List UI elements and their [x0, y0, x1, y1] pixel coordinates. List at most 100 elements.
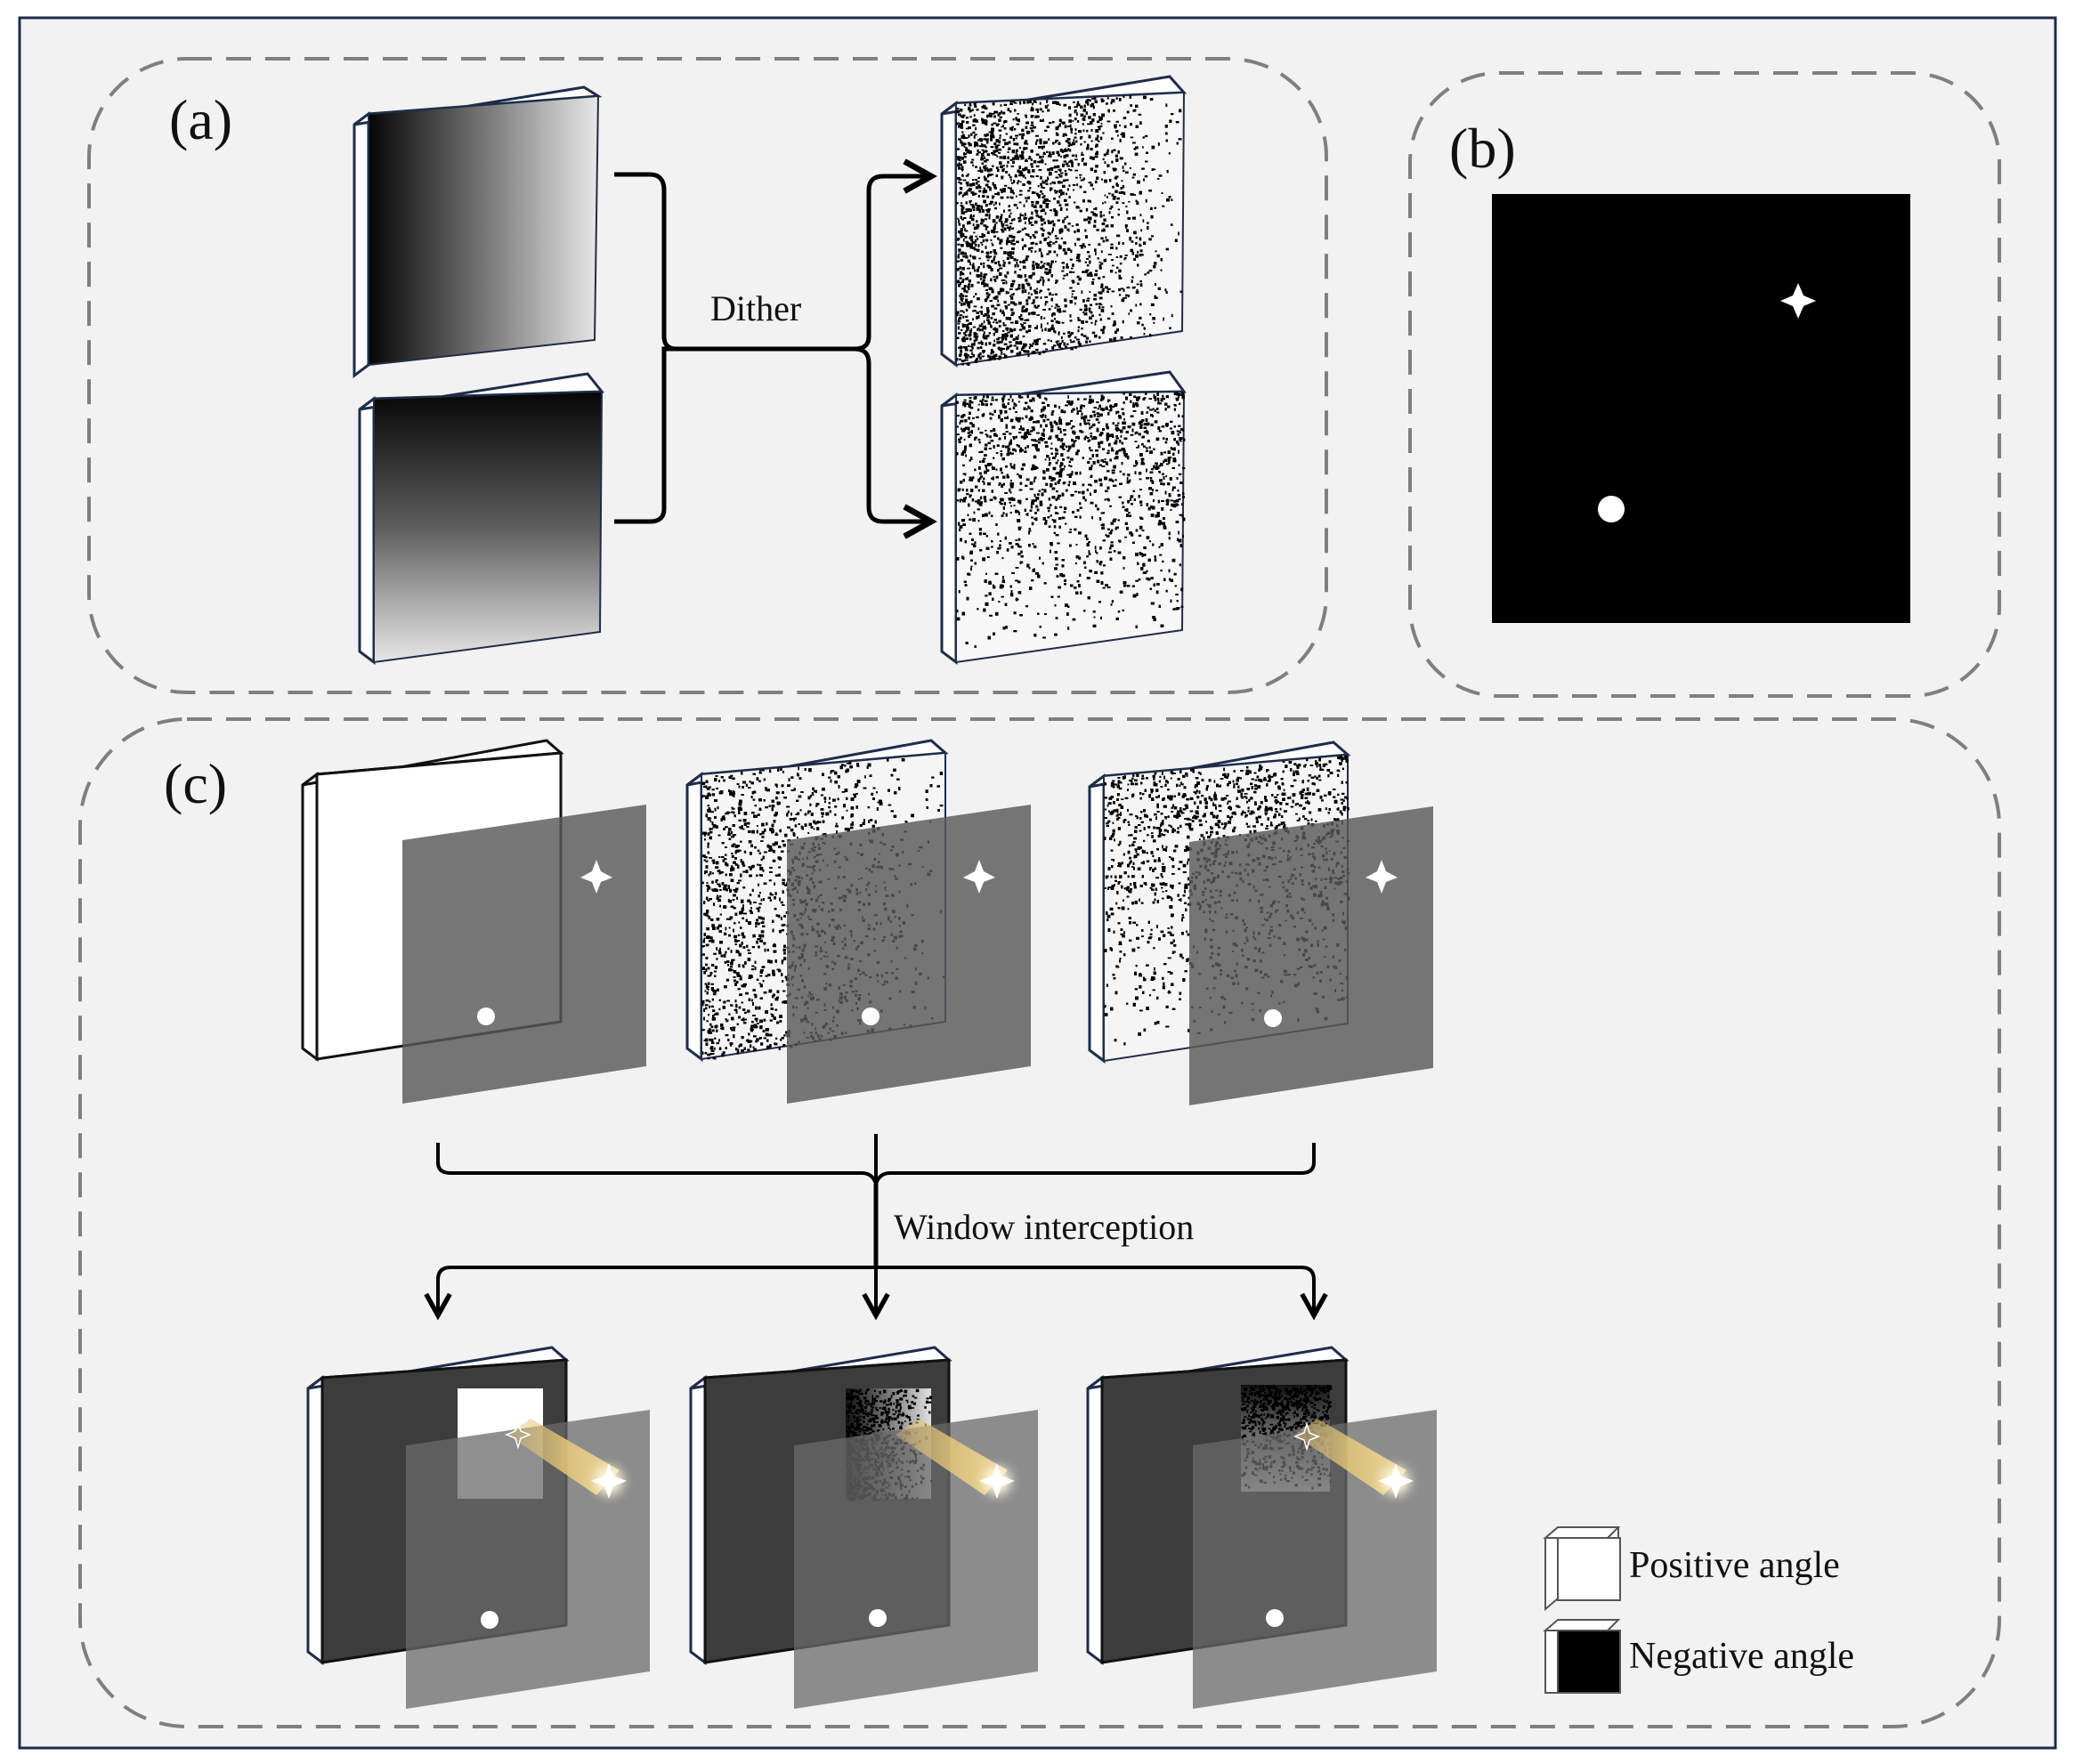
dither-dot [1055, 176, 1059, 179]
dither-dot [983, 264, 985, 269]
dither-dot [1137, 250, 1139, 254]
dither-dot [1100, 262, 1104, 265]
dither-dot [1088, 244, 1090, 246]
dither-dot [1058, 344, 1061, 348]
dither-dot [983, 166, 986, 169]
dither-dot [1143, 95, 1147, 100]
dither-dot [987, 320, 990, 324]
dither-dot [974, 179, 977, 181]
dither-dot [1040, 227, 1043, 231]
dither-dot [1040, 276, 1043, 279]
dither-dot [959, 314, 963, 317]
dither-dot [1115, 168, 1117, 171]
dither-dot [991, 127, 994, 132]
dither-dot [960, 163, 962, 166]
dither-dot [1106, 97, 1110, 100]
dither-dot [1030, 276, 1033, 279]
dither-dot [1090, 129, 1093, 132]
dither-dot [1061, 150, 1065, 153]
dither-dot [1032, 342, 1034, 345]
dither-dot [981, 355, 985, 358]
dither-dots-horizontal [956, 95, 1182, 366]
dither-dot [1025, 282, 1030, 285]
dither-dot [1053, 208, 1056, 212]
dither-dot [1139, 237, 1142, 241]
dither-dot [1168, 152, 1171, 155]
dither-dot [971, 352, 973, 355]
dither-dot [1055, 261, 1057, 263]
dither-dot [1102, 326, 1106, 329]
dither-dot [973, 342, 976, 346]
dither-dot [990, 134, 993, 137]
dither-dot [956, 358, 959, 361]
dither-dot [1019, 216, 1021, 218]
dither-dot [989, 355, 992, 359]
dither-dot [1129, 95, 1131, 99]
dither-dot [1009, 295, 1011, 297]
dither-dot [987, 255, 990, 259]
dither-dot [1082, 158, 1084, 161]
dither-dot [1048, 250, 1051, 254]
dither-dot [1026, 181, 1031, 184]
dither-dot [1151, 235, 1154, 238]
dither-dot [1083, 104, 1086, 109]
dither-dot [1013, 303, 1017, 306]
dither-dot [1041, 252, 1042, 255]
dither-dot [1005, 142, 1009, 145]
dither-dot [1000, 196, 1004, 199]
dither-dot [983, 333, 985, 337]
dither-dot [986, 307, 990, 310]
dither-dot [989, 214, 991, 217]
dither-dot [1074, 117, 1077, 121]
dither-dot [961, 218, 964, 221]
dither-dot [990, 278, 993, 282]
dither-dot [1148, 190, 1152, 192]
dither-dot [1122, 242, 1124, 245]
dither-dot [978, 257, 981, 260]
dither-dot [980, 263, 983, 265]
dither-dot [972, 256, 977, 260]
dither-dot [1058, 247, 1062, 250]
dither-dot [1001, 214, 1003, 216]
dither-dot [1123, 257, 1126, 261]
dither-dot [1123, 288, 1125, 292]
dither-dot [1040, 266, 1043, 269]
dither-dot [967, 190, 969, 191]
dither-dot [1011, 125, 1014, 128]
dither-dot [1021, 306, 1024, 310]
dither-dot [1069, 160, 1074, 163]
dither-dot [1074, 158, 1078, 161]
dither-dot [977, 170, 980, 172]
dither-dot [1026, 143, 1029, 145]
dither-dot [977, 281, 980, 284]
dither-dot [999, 347, 1003, 351]
dither-dot [1054, 306, 1057, 309]
dither-dot [959, 345, 962, 350]
dither-dot [1066, 207, 1068, 211]
dither-dot [1153, 321, 1155, 324]
dither-dot [1023, 244, 1027, 247]
dither-dot [1131, 176, 1135, 179]
dither-dot [1005, 280, 1008, 285]
dither-dot [1069, 300, 1073, 303]
dither-dot [1055, 132, 1058, 136]
dither-dot [990, 146, 994, 149]
dither-dot [994, 330, 999, 333]
dither-dot [1066, 273, 1068, 276]
dither-dot [993, 319, 997, 321]
dither-dot [982, 276, 986, 279]
dither-dot [1101, 306, 1105, 309]
dither-dot [999, 161, 1002, 165]
dither-dot [1038, 352, 1042, 355]
dither-dot [1104, 201, 1106, 204]
dither-dot [988, 174, 992, 176]
dither-dot [983, 337, 985, 340]
dither-dot [966, 301, 969, 304]
dither-dot [1088, 182, 1092, 183]
dither-dot [1002, 310, 1004, 313]
dither-dot [1009, 328, 1014, 333]
dither-dot [958, 248, 960, 253]
dither-dot [1036, 280, 1041, 284]
dither-dot [1039, 141, 1042, 144]
dither-dot [1071, 332, 1074, 335]
